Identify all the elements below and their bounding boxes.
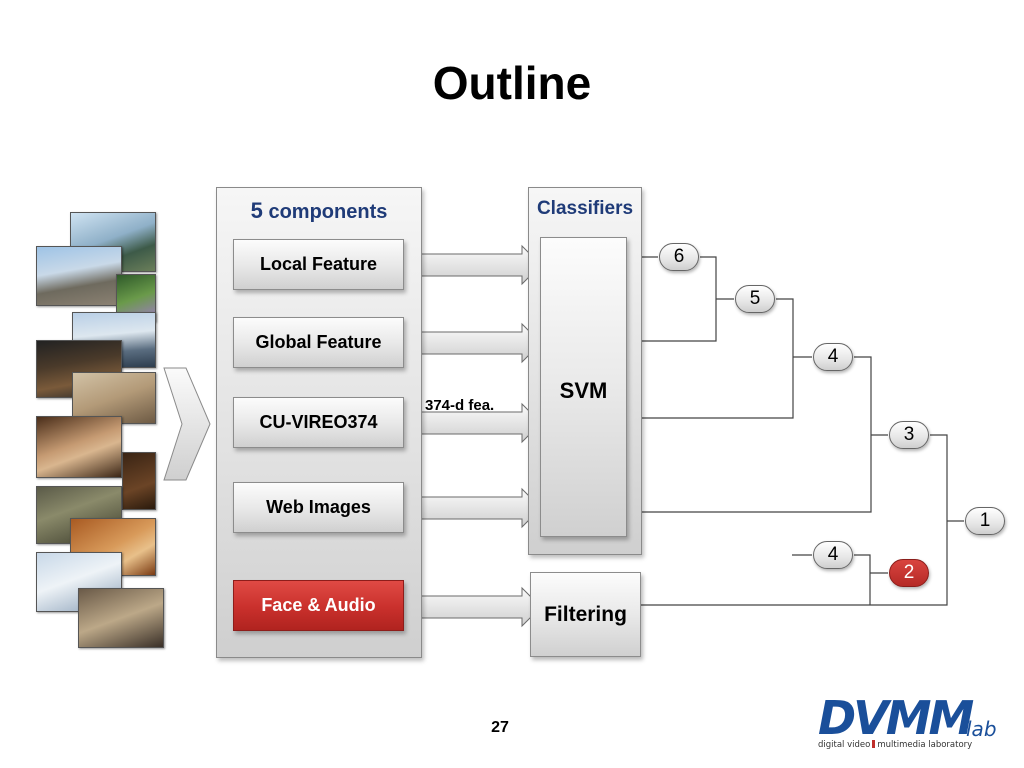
thumbnail-street xyxy=(36,246,122,306)
classifiers-heading: Classifiers xyxy=(536,198,634,219)
filtering-box: Filtering xyxy=(530,572,641,657)
arrow-local-feature xyxy=(403,244,542,286)
svm-classifier: SVM xyxy=(540,237,627,537)
fusion-node-4: 4 xyxy=(813,343,853,371)
fusion-node-1: 1 xyxy=(965,507,1005,535)
arrow-face-audio xyxy=(403,586,542,628)
logo-tagline: digital video multimedia laboratory xyxy=(818,740,972,750)
thumbnail-meeting xyxy=(78,588,164,648)
component-label: Local Feature xyxy=(259,254,378,274)
logo-wordmark: DVMM xyxy=(818,691,974,745)
fusion-node-6: 6 xyxy=(659,243,699,271)
logo-suffix: lab xyxy=(966,717,997,741)
thumbnail-indoor xyxy=(122,452,156,510)
component-label: Face & Audio xyxy=(261,595,376,615)
component-global-feature: Global Feature xyxy=(233,317,404,368)
logo-separator-bar xyxy=(872,740,876,748)
input-chevron-arrow xyxy=(163,367,211,481)
logo-tagline-right: multimedia laboratory xyxy=(877,740,973,750)
logo-tagline-left: digital video xyxy=(818,740,871,750)
fusion-node-3: 3 xyxy=(889,421,929,449)
component-label: CU-VIREO374 xyxy=(259,412,378,432)
video-thumbnail-collage xyxy=(36,212,166,652)
arrow-global-feature xyxy=(403,322,542,364)
fusion-node-2: 2 xyxy=(889,559,929,587)
thumbnail-person xyxy=(72,372,156,424)
component-web-images: Web Images xyxy=(233,482,404,533)
fusion-tree-lines xyxy=(640,256,964,606)
component-label: Web Images xyxy=(266,497,371,517)
component-label: Global Feature xyxy=(255,332,382,352)
thumbnail-girl-singing xyxy=(36,416,122,478)
component-cu-vireo374: CU-VIREO374 xyxy=(233,397,404,448)
component-local-feature: Local Feature xyxy=(233,239,404,290)
arrow-web-images xyxy=(403,487,542,529)
fusion-node-4-branch: 4 xyxy=(813,541,853,569)
dvmm-lab-logo: DVMM lab digital video multimedia laborat… xyxy=(818,691,997,753)
svm-label: SVM xyxy=(559,378,608,403)
slide-title: Outline xyxy=(432,57,592,109)
filtering-label: Filtering xyxy=(544,602,627,626)
components-count: 5 xyxy=(250,198,263,223)
components-heading: 5 components xyxy=(217,198,421,224)
feature-dimension-annotation: 374-d fea. xyxy=(425,397,495,414)
fusion-node-5: 5 xyxy=(735,285,775,313)
components-heading-text: components xyxy=(268,201,388,223)
component-face-audio: Face & Audio xyxy=(233,580,404,631)
page-number: 27 xyxy=(491,719,509,736)
